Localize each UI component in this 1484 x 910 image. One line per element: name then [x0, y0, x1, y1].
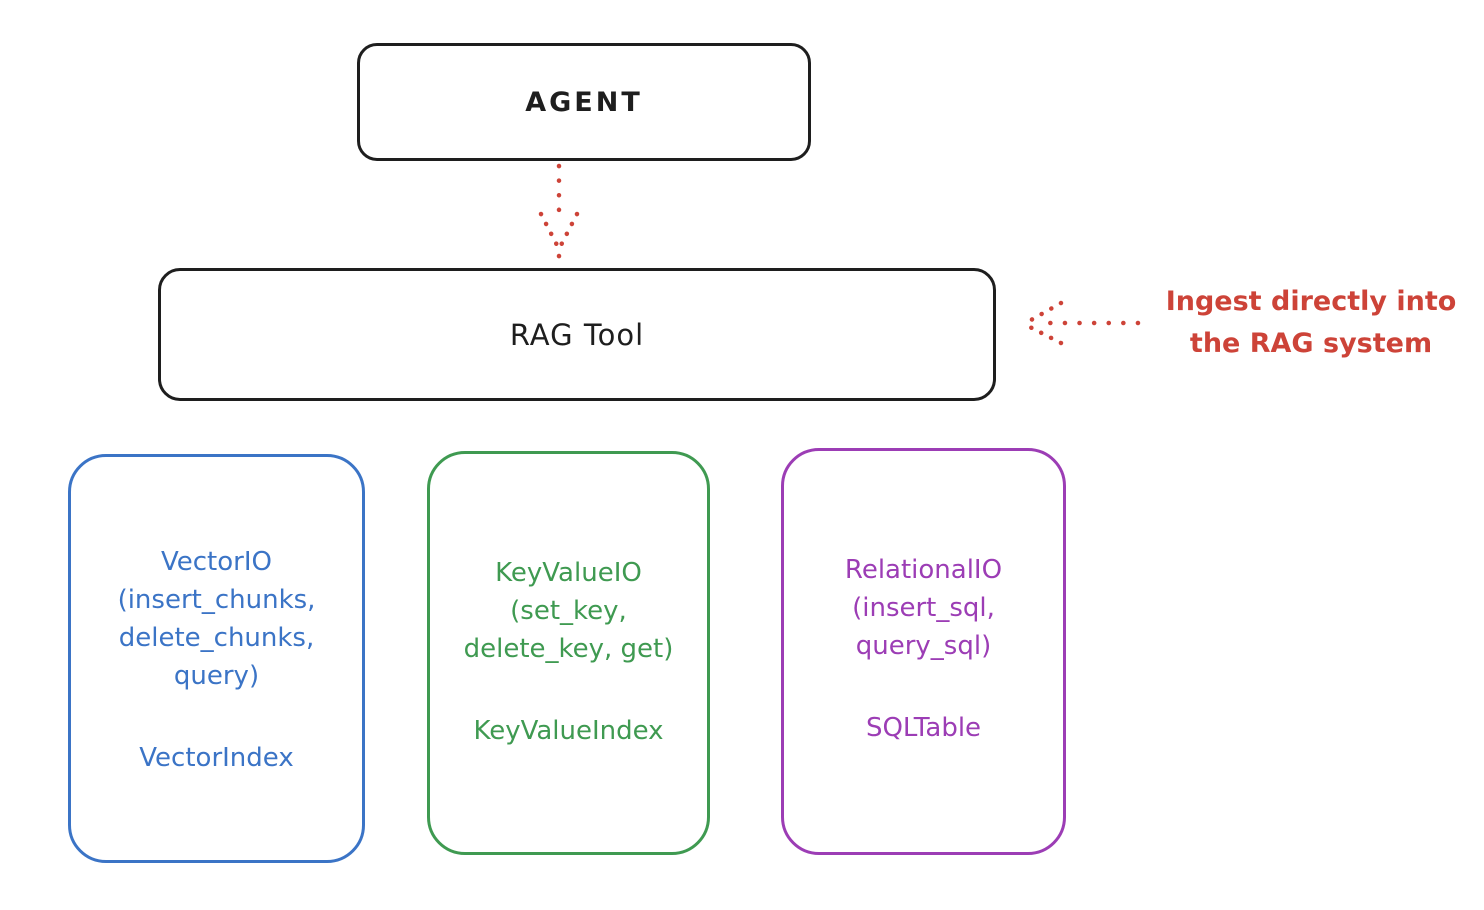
io-box-index: SQLTable [865, 713, 982, 743]
ingest-annotation-arrow [1021, 300, 1141, 346]
io-box-param: (set_key, [510, 596, 627, 626]
io-box-title: VectorIO [161, 547, 272, 577]
io-box-param: query) [173, 661, 260, 691]
rag-tool-node: RAG Tool [158, 268, 996, 401]
ingest-annotation-line2: the RAG system [1189, 328, 1433, 359]
io-box-param: (insert_chunks, [117, 585, 316, 615]
vector-io-box: VectorIO (insert_chunks, delete_chunks, … [68, 454, 365, 863]
io-box-title: KeyValueIO [495, 558, 642, 588]
agent-label: AGENT [525, 86, 643, 118]
keyvalue-io-box: KeyValueIO (set_key, delete_key, get) Ke… [427, 451, 710, 855]
ingest-annotation: Ingest directly into the RAG system [1136, 281, 1484, 365]
io-box-param: delete_key, get) [463, 634, 674, 664]
relational-io-box: RelationalIO (insert_sql, query_sql) SQL… [781, 448, 1066, 855]
io-box-param: delete_chunks, [118, 623, 315, 653]
io-box-title: RelationalIO [844, 555, 1003, 585]
rag-tool-label: RAG Tool [509, 317, 645, 352]
io-box-index: VectorIndex [139, 743, 294, 773]
io-box-index: KeyValueIndex [473, 716, 664, 746]
agent-to-ragtool-arrow [538, 163, 580, 259]
io-box-param: query_sql) [855, 631, 992, 661]
io-box-param: (insert_sql, [852, 593, 995, 623]
ingest-annotation-line1: Ingest directly into [1165, 286, 1457, 317]
agent-node: AGENT [357, 43, 811, 161]
